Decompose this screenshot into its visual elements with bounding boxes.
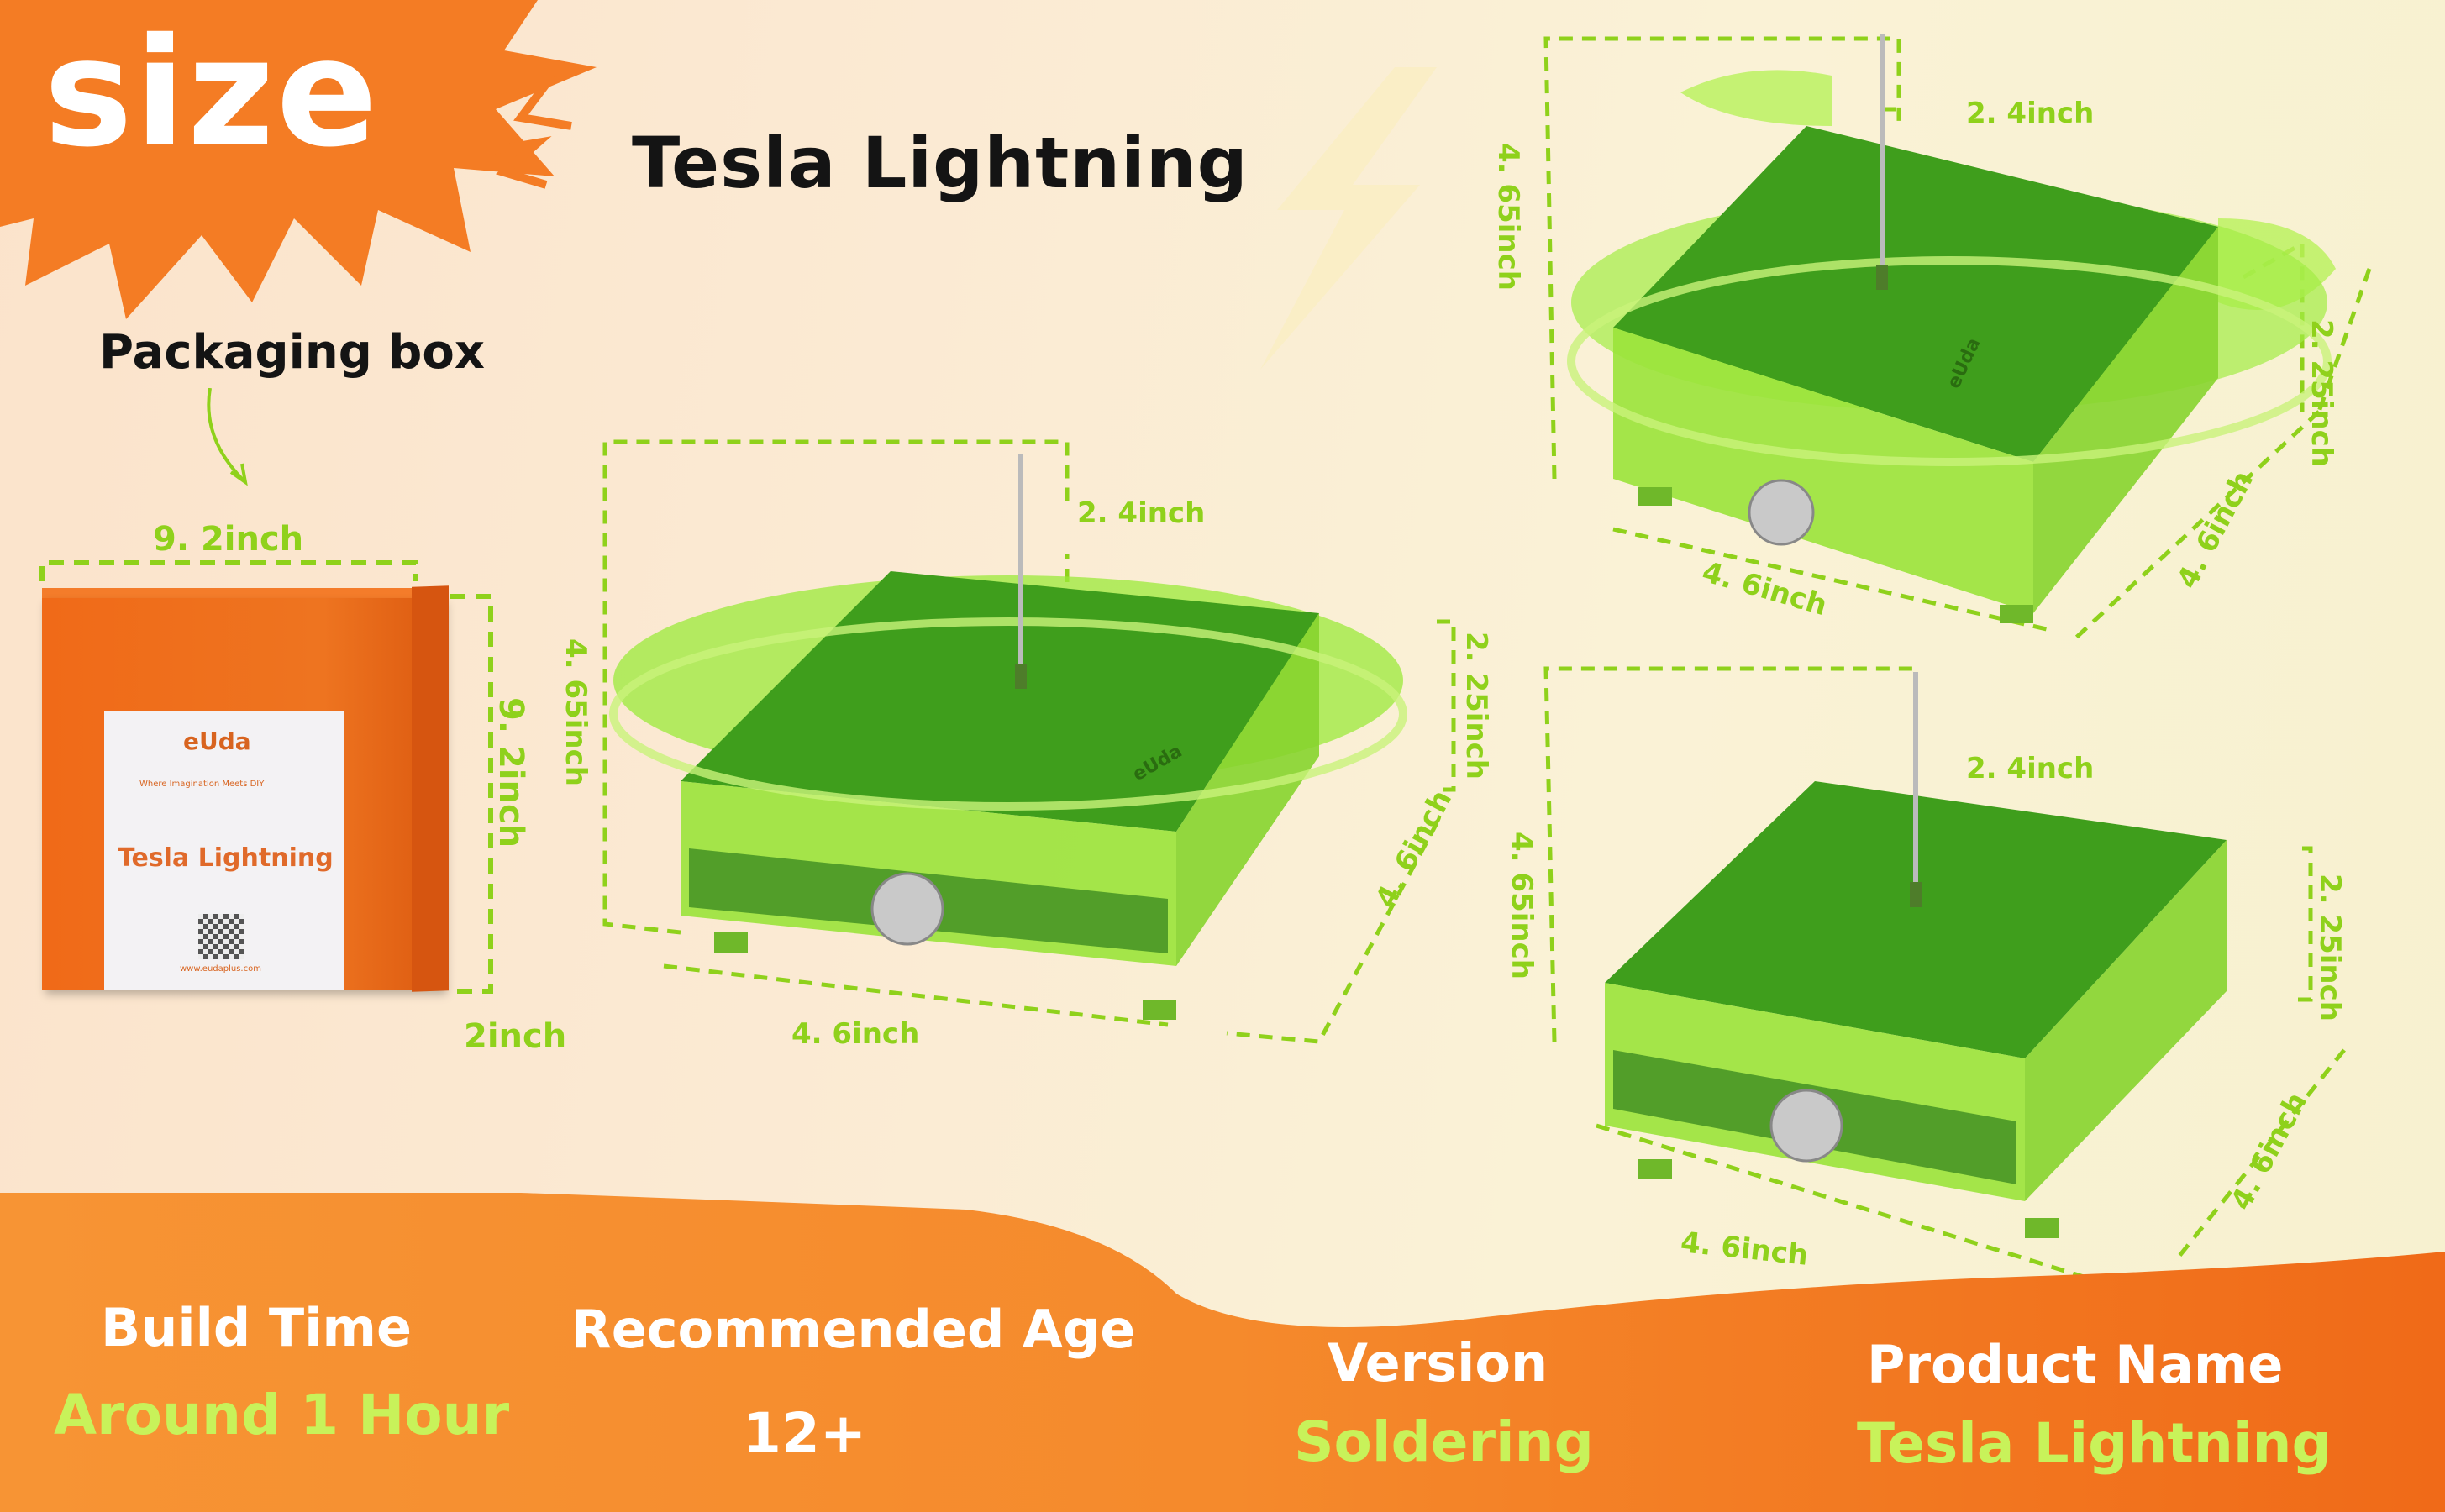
spec-build-time-label: Build Time: [101, 1297, 413, 1358]
packaging-dimension-lines: [39, 560, 493, 994]
spec-age-value: 12+: [743, 1401, 867, 1466]
view2-height-label: 4. 65inch: [1491, 143, 1525, 291]
card-tagline: Where Imagination Meets DIY: [139, 780, 265, 789]
product-view-2: [1543, 34, 2372, 640]
view3-rod-label: 2. 4inch: [1966, 752, 2095, 785]
spec-build-time-value: Around 1 Hour: [54, 1383, 510, 1447]
product-view-1: [602, 439, 1456, 1044]
spec-version-value: Soldering: [1294, 1410, 1594, 1474]
packaging-depth-label: 2inch: [464, 1017, 567, 1056]
packaging-width-label: 9. 2inch: [153, 520, 304, 559]
size-heading: size: [44, 6, 380, 180]
footer-band: [0, 1193, 2445, 1512]
lightning-bolt-icon: [1260, 67, 1437, 370]
euda-logo: eUda: [183, 727, 251, 755]
view2-depth-label: 2. 25inch: [2305, 319, 2338, 467]
spec-product-name-value: Tesla Lightning: [1857, 1411, 2332, 1476]
arrow-down-icon: [207, 388, 248, 486]
view1-rod-label: 2. 4inch: [1077, 496, 1206, 530]
size-burst-shape: [0, 0, 597, 319]
view2-rod-label: 2. 4inch: [1966, 97, 2095, 130]
packaging-height-label: 9. 2inch: [492, 697, 530, 848]
page-title: Tesla Lightning: [632, 122, 1249, 204]
card-product-title: Tesla Lightning: [118, 843, 334, 873]
qr-code-icon: [198, 914, 244, 959]
spec-product-name-label: Product Name: [1867, 1334, 2284, 1395]
spec-age-label: Recommended Age: [571, 1299, 1136, 1360]
view1-depth-label: 2. 25inch: [1459, 632, 1493, 780]
view3-height-label: 4. 65inch: [1505, 832, 1538, 979]
view3-depth-label: 2. 25inch: [2313, 874, 2347, 1021]
spec-version-label: Version: [1328, 1332, 1548, 1394]
packaging-box-label: Packaging box: [99, 325, 485, 380]
product-view-3: [1543, 666, 2346, 1277]
packaging-box-side: [412, 585, 449, 992]
view1-height-label: 4. 65inch: [559, 638, 592, 786]
card-url: www.eudaplus.com: [180, 964, 261, 974]
view1-length-label: 4. 6inch: [791, 1017, 920, 1051]
